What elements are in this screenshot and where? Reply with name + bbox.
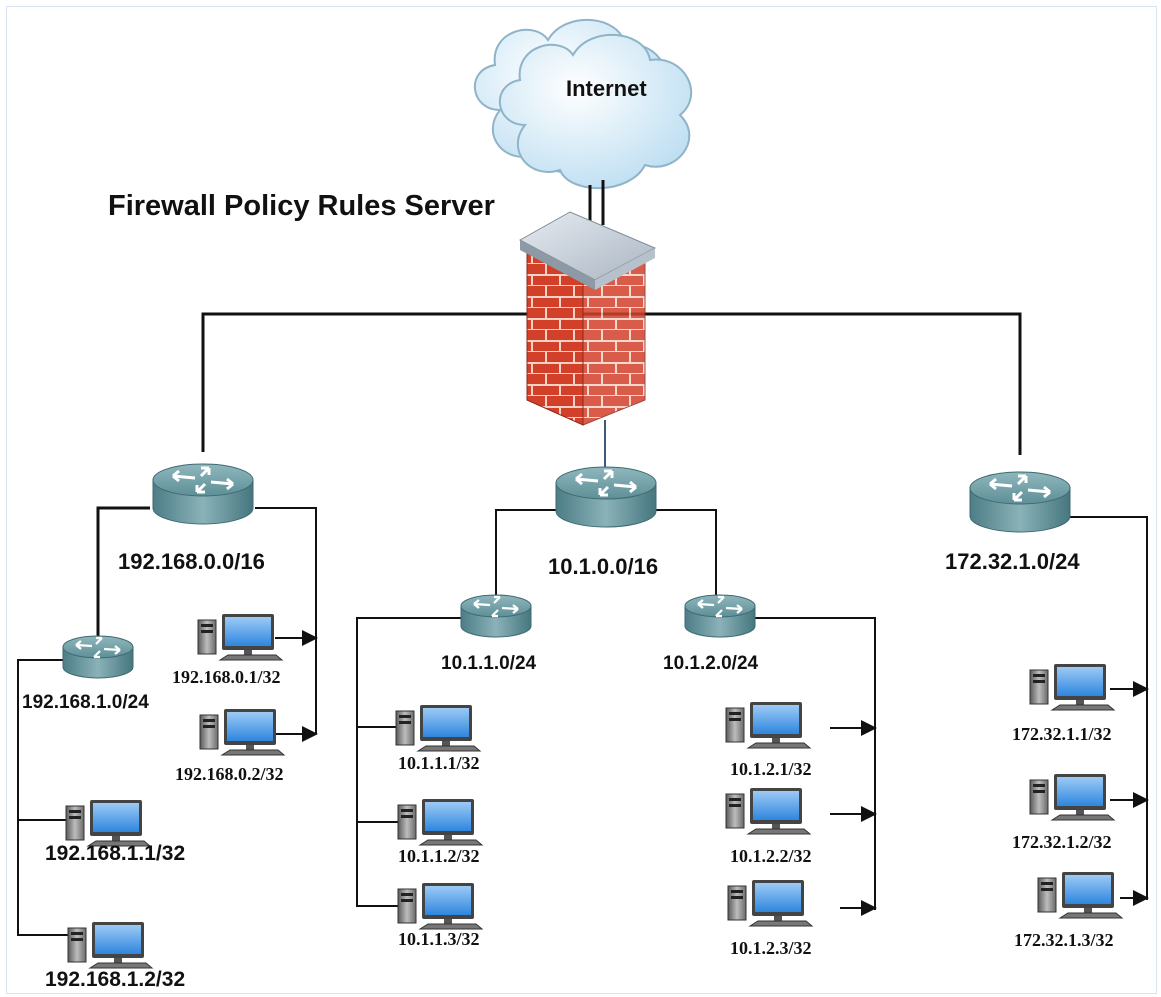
computer-icon: [1037, 871, 1123, 919]
network-label-192-168-0-0: 192.168.0.0/16: [118, 549, 265, 574]
host-label: 192.168.1.2/32: [45, 968, 186, 991]
link-10-1-1: [495, 509, 558, 600]
host-label: 192.168.0.2/32: [175, 764, 284, 784]
host-label: 192.168.1.1/32: [45, 842, 186, 865]
host-label: 10.1.1.2/32: [398, 846, 480, 866]
subnet-label-10-1-2-0: 10.1.2.0/24: [663, 653, 759, 674]
computer-icon: [727, 879, 813, 927]
computer-icon: [395, 704, 481, 752]
computer-icon: [67, 921, 153, 969]
link-172-32-hosts: [1070, 516, 1148, 900]
computer-icon: [725, 701, 811, 749]
link-10-1-1-hosts: [356, 617, 465, 907]
subnet-label-192-168-1-0: 192.168.1.0/24: [22, 692, 149, 713]
subnet-label-10-1-1-0: 10.1.1.0/24: [441, 653, 537, 674]
host-label: 172.32.1.3/32: [1014, 930, 1114, 950]
network-label-10-1-0-0: 10.1.0.0/16: [548, 554, 659, 579]
host-label: 172.32.1.2/32: [1012, 832, 1112, 852]
diagram-frame: [6, 6, 1157, 994]
computer-icon: [725, 787, 811, 835]
link-192-168-1-hosts: [17, 659, 70, 936]
host-label: 10.1.1.1/32: [398, 753, 480, 773]
computer-icon: [199, 708, 285, 756]
router-192-168-1-0-icon: [61, 634, 135, 680]
internet-cloud-icon: [473, 18, 693, 190]
link-10-1-2: [655, 509, 717, 600]
link-192-168-subnet: [96, 506, 150, 640]
internet-label: Internet: [566, 76, 647, 101]
computer-icon: [1029, 663, 1115, 711]
computer-icon: [397, 798, 483, 846]
router-192-168-0-0-icon: [151, 462, 255, 526]
router-172-32-1-0-icon: [968, 470, 1072, 534]
computer-icon: [1029, 773, 1115, 821]
computer-icon: [397, 882, 483, 930]
host-label: 10.1.2.3/32: [730, 938, 812, 958]
router-10-1-1-0-icon: [459, 593, 533, 639]
host-label: 10.1.2.1/32: [730, 759, 812, 779]
diagram-title: Firewall Policy Rules Server: [108, 190, 495, 222]
router-10-1-2-0-icon: [683, 593, 757, 639]
router-10-1-0-0-icon: [554, 465, 658, 529]
host-label: 10.1.1.3/32: [398, 929, 480, 949]
host-label: 10.1.2.2/32: [730, 846, 812, 866]
computer-icon: [197, 613, 283, 661]
host-label: 172.32.1.1/32: [1012, 724, 1112, 744]
firewall-icon: [518, 211, 657, 426]
host-label: 192.168.0.1/32: [172, 667, 281, 687]
network-label-172-32-1-0: 172.32.1.0/24: [945, 549, 1080, 574]
computer-icon: [65, 799, 151, 847]
link-192-168-hosts: [255, 507, 317, 734]
